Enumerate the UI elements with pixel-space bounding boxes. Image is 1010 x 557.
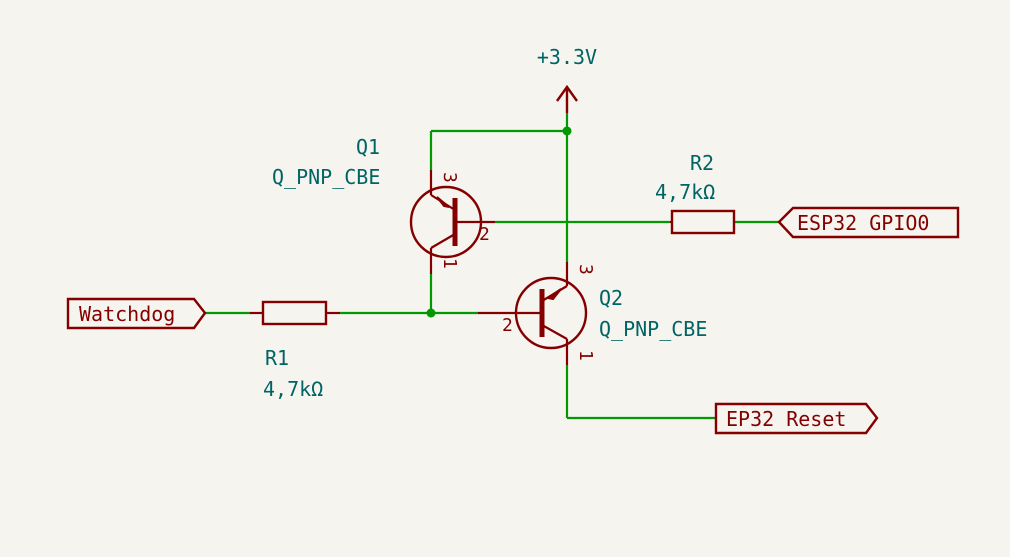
transistor-q2[interactable]: 3 2 1 Q2 Q_PNP_CBE [478,262,707,365]
label-ep32-reset[interactable]: EP32 Reset [714,402,879,435]
power-symbol-3v3[interactable]: +3.3V [537,45,597,113]
junction-base [426,308,436,318]
wires [205,113,779,420]
q1-value: Q_PNP_CBE [272,165,380,189]
q2-emitter-lead [541,324,568,340]
q2-arrow [545,288,562,301]
r1-ref: R1 [265,346,289,370]
q1-emitter-lead [430,233,456,249]
r2-ref: R2 [690,151,714,175]
label-esp32-gpio0[interactable]: ESP32 GPIO0 [777,206,960,239]
r1-body [261,300,328,326]
label-gpio0-text: ESP32 GPIO0 [797,211,929,235]
label-watchdog[interactable]: Watchdog [66,297,207,330]
label-watchdog-text: Watchdog [79,302,175,326]
q1-arrow [436,196,450,208]
q2-ref: Q2 [599,286,623,310]
q1-pin-base: 2 [479,224,490,245]
q2-pin-base: 2 [502,315,513,336]
label-reset-text: EP32 Reset [726,407,846,431]
junction-top [562,126,572,136]
q1-pin-emitter: 1 [439,258,460,269]
r2-body [670,209,736,235]
r2-value: 4,7kΩ [655,180,715,204]
q2-pin-emitter: 1 [575,350,596,361]
q2-pin-collector: 3 [575,264,596,275]
resistor-r2[interactable]: R2 4,7kΩ [655,151,736,235]
q1-ref: Q1 [356,135,380,159]
power-label: +3.3V [537,45,597,69]
r1-value: 4,7kΩ [263,377,323,401]
transistor-q1[interactable]: 3 2 1 Q1 Q_PNP_CBE [272,135,495,274]
q2-value: Q_PNP_CBE [599,317,707,341]
q1-pin-collector: 3 [439,172,460,183]
resistor-r1[interactable]: R1 4,7kΩ [250,300,340,401]
